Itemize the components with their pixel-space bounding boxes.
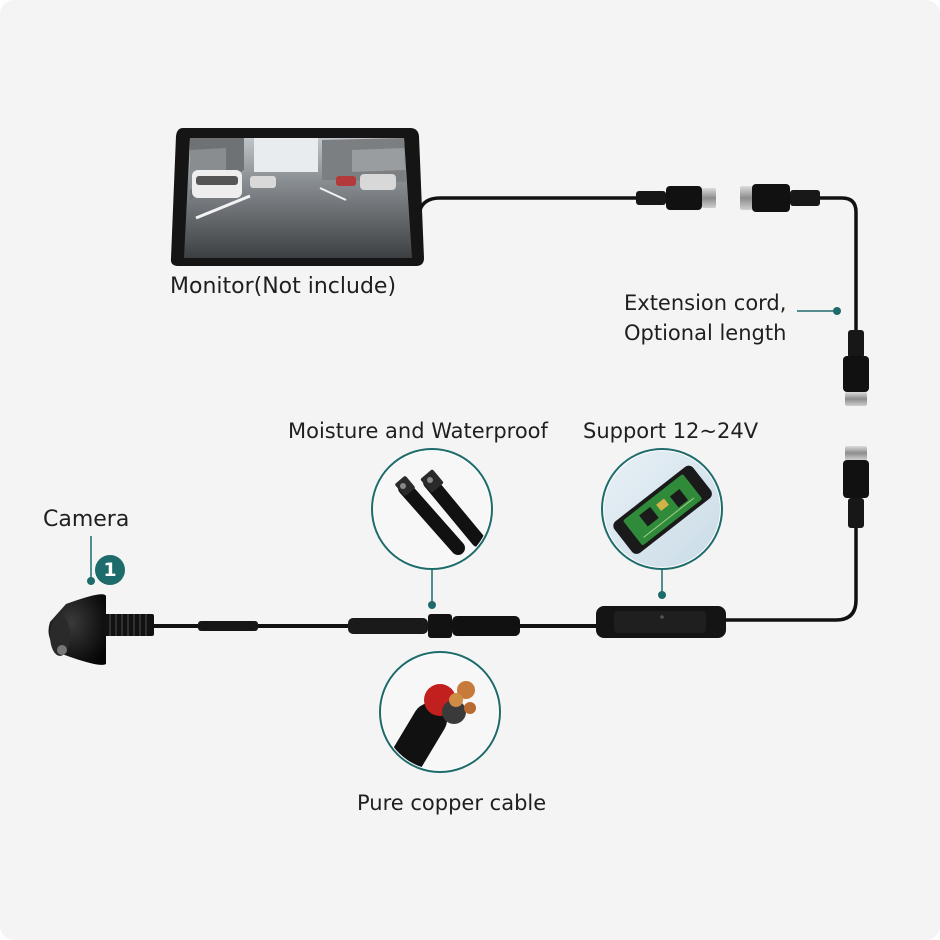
extension-cord-line-1: Extension cord,	[624, 288, 786, 318]
extension-leader	[797, 307, 841, 315]
rear-camera-icon	[49, 594, 155, 665]
pcb-inset	[602, 449, 722, 599]
camera-number-badge: 1	[95, 555, 125, 585]
extension-cord-label: Extension cord, Optional length	[624, 288, 786, 349]
extension-cord-line-2: Optional length	[624, 318, 786, 348]
camera-leader	[87, 536, 95, 585]
moisture-waterproof-label: Moisture and Waterproof	[288, 416, 548, 446]
voltage-support-label: Support 12~24V	[583, 416, 758, 446]
waterproof-connector-inset	[372, 449, 492, 609]
copper-cable-inset	[380, 652, 500, 772]
main-cable	[150, 606, 726, 638]
monitor	[171, 128, 424, 266]
copper-cable-label: Pure copper cable	[357, 788, 546, 818]
monitor-label: Monitor(Not include)	[170, 271, 396, 303]
camera-label: Camera	[43, 504, 129, 536]
